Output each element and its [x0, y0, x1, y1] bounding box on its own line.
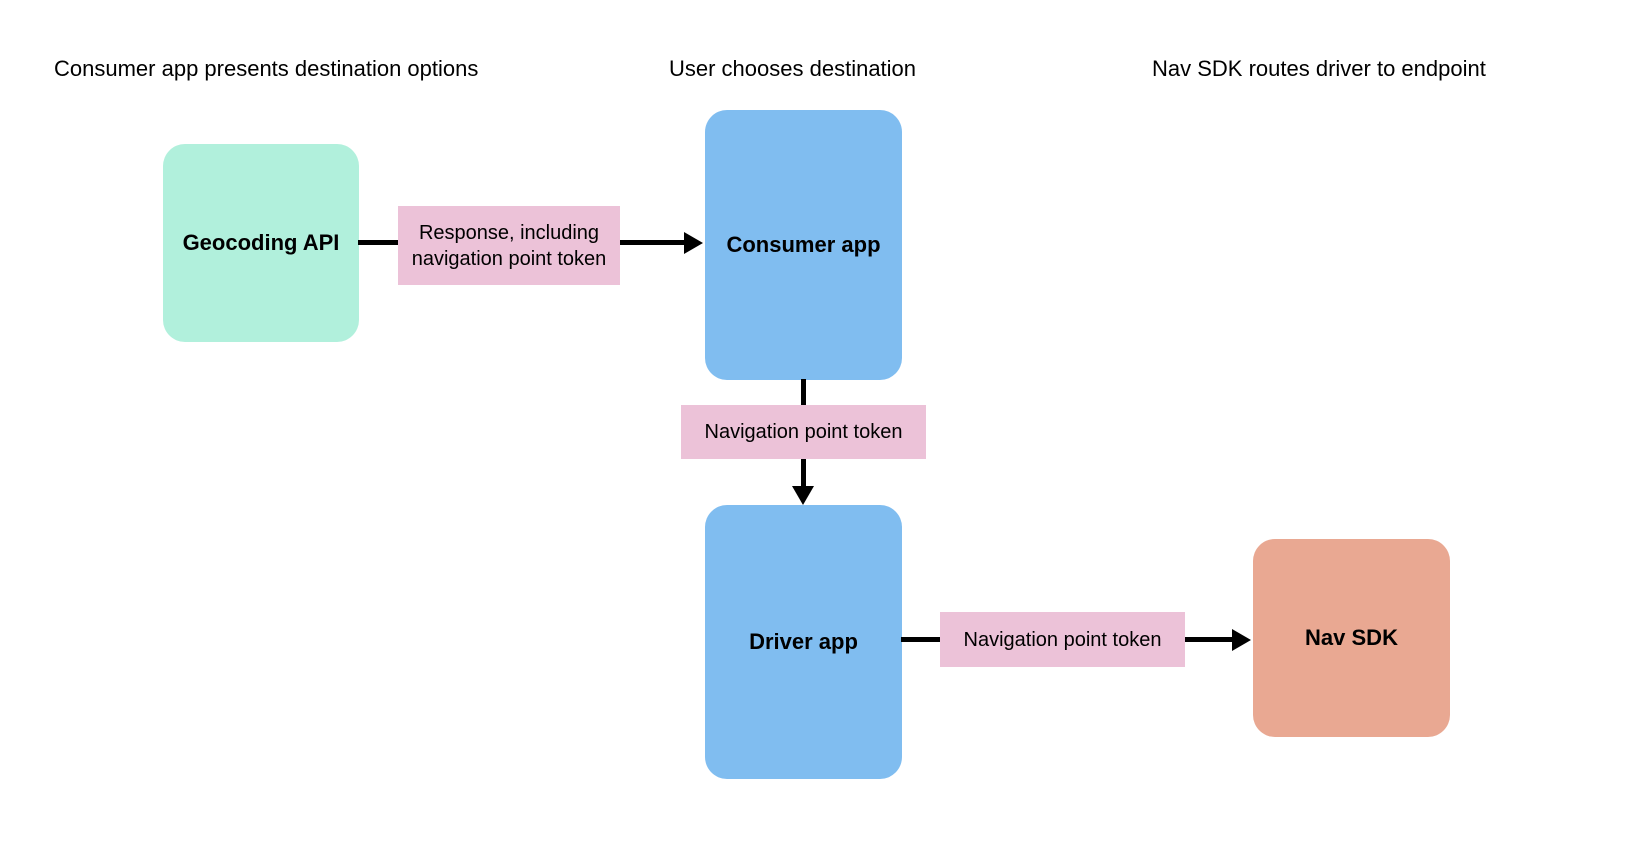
node-consumer-app[interactable]: Consumer app — [705, 110, 902, 380]
edge-label-navigation-point-token-consumer-to-driver: Navigation point token — [681, 405, 926, 459]
edge-label-text-consumer-to-driver: Navigation point token — [704, 421, 903, 443]
node-nav-sdk[interactable]: Nav SDK — [1253, 539, 1450, 737]
edge-geocoding-to-consumer-line-left — [358, 240, 402, 245]
column-header-consumer-options: Consumer app presents destination option… — [54, 56, 479, 81]
edge-label-response-including-navigation-point-token: Response, including navigation point tok… — [398, 206, 620, 285]
edge-driver-to-navsdk-line-right — [1181, 637, 1232, 642]
edge-geocoding-to-consumer-line-right — [616, 240, 684, 245]
node-geocoding-api[interactable]: Geocoding API — [163, 144, 359, 342]
arrow-head-icon-consumer-to-driver — [792, 486, 814, 505]
edge-label-text-geocoding-to-consumer: Response, including navigation point tok… — [411, 221, 607, 270]
edge-consumer-to-driver-line-top — [801, 379, 806, 411]
edge-label-text-driver-to-navsdk: Navigation point token — [963, 628, 1162, 651]
node-label-consumer-app: Consumer app — [726, 232, 881, 257]
node-label-driver-app: Driver app — [749, 629, 858, 654]
arrow-head-icon-geocoding-to-consumer — [684, 232, 703, 254]
edge-label-navigation-point-token-driver-to-navsdk: Navigation point token — [940, 612, 1185, 667]
edge-driver-to-navsdk-line-left — [901, 637, 944, 642]
node-label-nav-sdk: Nav SDK — [1305, 625, 1398, 650]
node-label-geocoding-api: Geocoding API — [182, 230, 340, 255]
arrow-head-icon-driver-to-navsdk — [1232, 629, 1251, 651]
edge-consumer-to-driver-line-bottom — [801, 453, 806, 488]
column-header-user-chooses: User chooses destination — [669, 56, 917, 81]
column-header-nav-routes: Nav SDK routes driver to endpoint — [1152, 56, 1486, 81]
node-driver-app[interactable]: Driver app — [705, 505, 902, 779]
